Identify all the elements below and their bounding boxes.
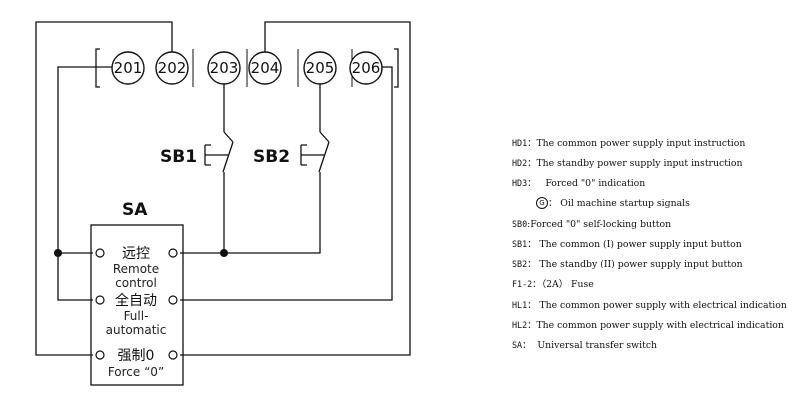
wire-201 <box>57 66 112 253</box>
terminal-201-label: 201 <box>114 59 143 77</box>
legend-separator: ： <box>548 197 558 209</box>
wire-202-outer <box>35 21 173 356</box>
wire-206 <box>180 66 393 301</box>
legend-code: SB0 <box>512 218 528 229</box>
legend-text: The common power supply with electrical … <box>536 299 787 311</box>
legend-separator: ： <box>527 178 546 190</box>
legend-code: HD1 <box>512 138 528 148</box>
sb1-symbol <box>204 131 234 173</box>
terminal-206-circle <box>349 51 383 85</box>
sa-auto-cn: 全自动 <box>115 292 157 309</box>
sb2-label: SB2 <box>253 147 290 167</box>
sa-auto-left-contact <box>95 295 105 305</box>
legend-code: HD2 <box>512 158 528 169</box>
legend-item: G： Oil machine startup signals <box>512 194 797 214</box>
terminal-201-circle <box>111 51 145 85</box>
legend-text: Oil machine startup signals <box>557 197 690 209</box>
legend-item: HL2：The common power supply with electri… <box>512 315 797 335</box>
sa-force0-en: Force “0” <box>108 365 164 379</box>
legend-text: The common (I) power supply input button <box>536 238 742 250</box>
terminal-202-label: 202 <box>158 59 187 77</box>
legend-text: The common power supply input instructio… <box>536 138 746 149</box>
legend-item: SB0:Forced "0" self-locking button <box>512 214 797 234</box>
wires <box>35 21 411 356</box>
legend-separator: ： <box>522 339 532 351</box>
legend-text: The standby power supply input instructi… <box>536 158 743 170</box>
legend-text: Universal transfer switch <box>531 339 658 351</box>
legend-code: SB1 <box>512 238 528 249</box>
legend: HD1：The common power supply input instru… <box>512 133 797 355</box>
legend-separator: ： <box>527 158 537 170</box>
legend-code: SB2 <box>512 259 528 270</box>
legend-code: HL2 <box>512 319 528 330</box>
sa-box <box>90 224 184 386</box>
sa-force0-right-contact <box>168 350 178 360</box>
terminal-205-label: 205 <box>306 59 335 77</box>
legend-item: SB1： The common (I) power supply input b… <box>512 234 797 254</box>
terminal-204-label: 204 <box>251 59 280 77</box>
legend-code: HD3 <box>512 178 528 189</box>
terminal-block <box>95 48 399 88</box>
terminals: 201 202 203 204 205 206 <box>111 51 383 85</box>
sb1-label: SB1 <box>160 147 197 167</box>
generator-symbol-icon: G <box>536 197 548 210</box>
legend-item: HD3： Forced "0" indication <box>512 173 797 193</box>
legend-text: The common power supply with electrical … <box>536 319 784 331</box>
sa-remote-en-1: Remote <box>113 262 159 276</box>
sb2-symbol <box>300 131 330 173</box>
sa-remote-right-contact <box>168 248 178 258</box>
junction-dots <box>54 249 228 257</box>
universal-transfer-switch: SA 远控 Remote control 全自动 Full- automatic… <box>90 200 184 386</box>
terminal-206-label: 206 <box>352 59 381 77</box>
terminal-separators <box>192 49 353 87</box>
legend-item: HD2：The standby power supply input instr… <box>512 153 797 173</box>
sa-force0-cn: 强制0 <box>118 348 155 364</box>
legend-text: Forced "0" indication <box>545 178 646 190</box>
junction-center <box>220 249 228 257</box>
terminal-bracket-left <box>95 48 100 88</box>
legend-separator: ： <box>527 238 537 250</box>
legend-item: SA： Universal transfer switch <box>512 335 797 355</box>
legend-code: F1-2 <box>512 279 533 290</box>
sa-label: SA <box>122 200 148 220</box>
wire-205-sb2 <box>224 83 321 254</box>
legend-separator: ： <box>527 138 537 149</box>
terminal-203-label: 203 <box>210 59 239 77</box>
sa-force0-left-contact <box>95 350 105 360</box>
wire-left-junction <box>57 252 93 301</box>
wiring-diagram: 201 202 203 204 205 206 SB1 SB2 SA 远控 Remote … <box>35 21 411 386</box>
legend-item: HD1：The common power supply input instru… <box>512 133 797 153</box>
terminal-204-circle <box>248 51 282 85</box>
legend-separator: ： <box>527 299 537 311</box>
legend-separator: ： <box>527 259 537 271</box>
wire-204-outer <box>180 21 411 356</box>
sa-remote-cn: 远控 <box>122 246 150 262</box>
push-buttons <box>204 131 330 173</box>
legend-text: Forced "0" self-locking button <box>530 218 672 230</box>
sa-auto-en-2: automatic <box>106 323 167 337</box>
terminal-203-circle <box>207 51 241 85</box>
legend-item: HL1： The common power supply with electr… <box>512 295 797 315</box>
sa-remote-left-contact <box>95 248 105 258</box>
terminal-205-circle <box>303 51 337 85</box>
legend-code: SA <box>512 339 523 350</box>
junction-left <box>54 249 62 257</box>
legend-code: HL1 <box>512 299 528 310</box>
legend-text: （2A） Fuse <box>541 279 594 291</box>
legend-text: The standby (II) power supply input butt… <box>536 259 743 271</box>
sa-auto-en-1: Full- <box>124 309 149 323</box>
legend-separator: ： <box>532 279 542 291</box>
legend-item: F1-2：（2A） Fuse <box>512 274 797 294</box>
sa-auto-right-contact <box>168 295 178 305</box>
legend-separator: ： <box>527 319 537 331</box>
terminal-202-circle <box>155 51 189 85</box>
terminal-bracket-right <box>394 48 399 88</box>
legend-separator: : <box>527 218 531 230</box>
sa-remote-en-2: control <box>115 276 157 290</box>
legend-item: SB2： The standby (II) power supply input… <box>512 254 797 274</box>
